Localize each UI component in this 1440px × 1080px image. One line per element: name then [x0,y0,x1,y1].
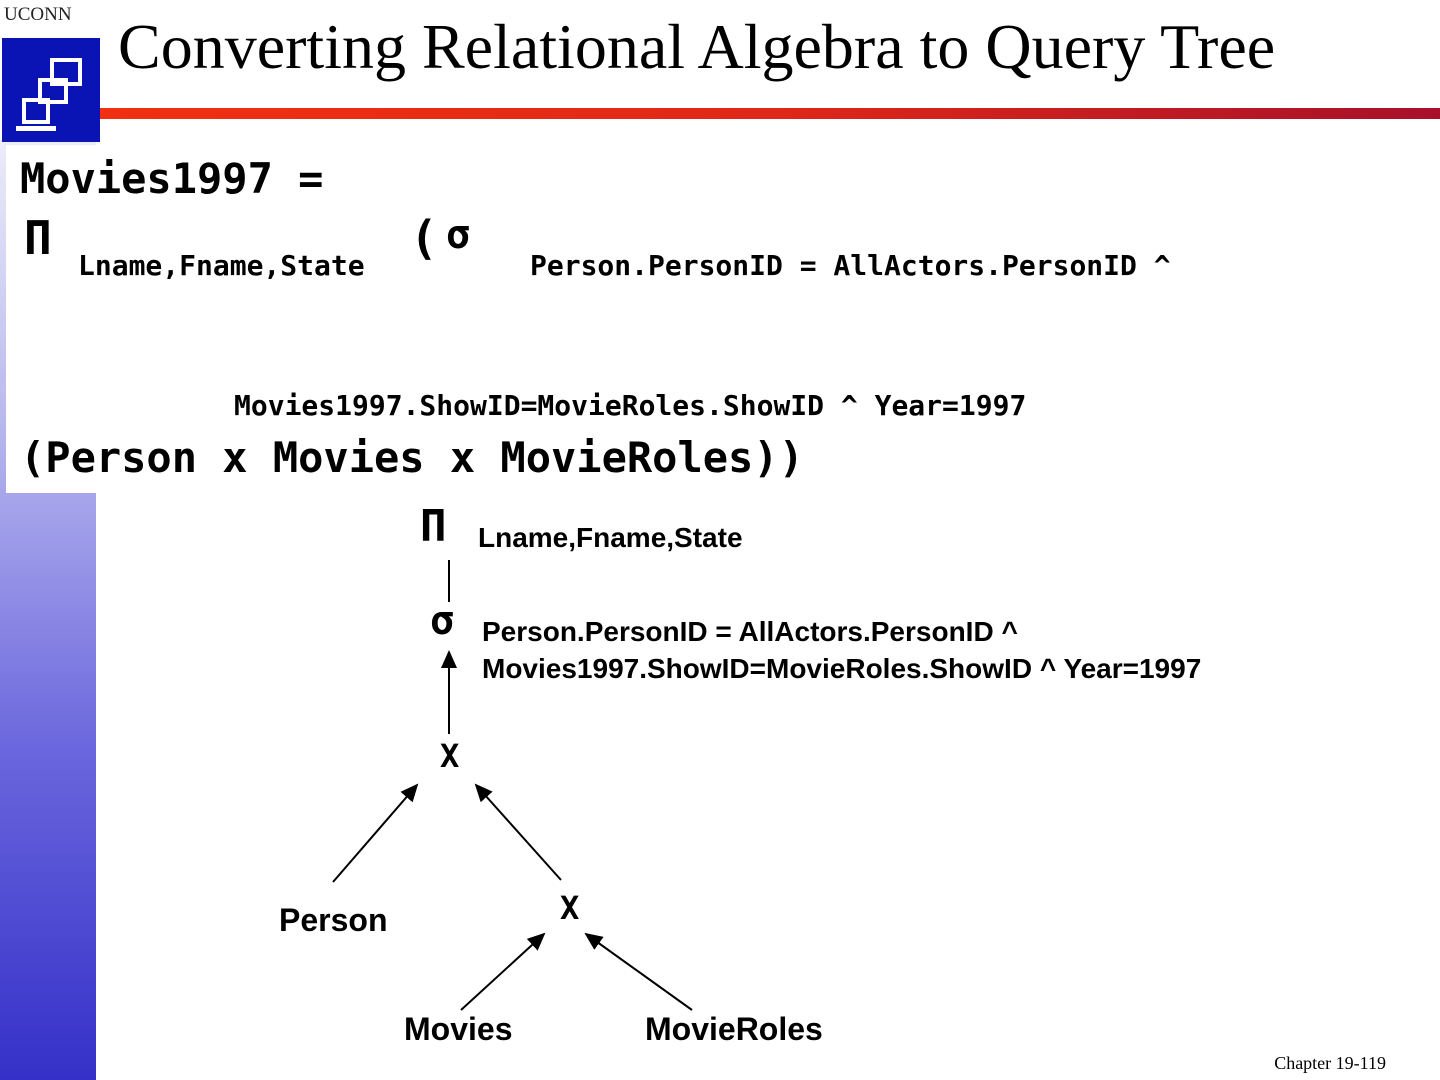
project-symbol: Π [24,211,52,265]
select-symbol: σ [446,212,471,258]
expression-box [6,145,1316,493]
tree-select-cond1: Person.PersonID = AllActors.PersonID ^ [482,616,1018,647]
expression-relations: (Person x Movies x MovieRoles)) [20,433,804,482]
select-condition-2: Movies1997.ShowID=MovieRoles.ShowID ^ Ye… [234,389,1027,422]
slide-title: Converting Relational Algebra to Query T… [118,11,1276,82]
computer-network-logo-icon [2,38,100,142]
tree-movieroles: MovieRoles [645,1011,823,1047]
tree-select-symbol: σ [430,598,455,644]
open-paren: ( [410,211,438,265]
page-number: Chapter 19-119 [1274,1053,1386,1073]
edge-movies-cross2 [460,932,546,1011]
tree-cross-top: X [440,737,460,775]
tree-select-cond2: Movies1997.ShowID=MovieRoles.ShowID ^ Ye… [482,653,1202,684]
tree-movies: Movies [404,1011,513,1047]
edge-movieroles-cross2 [584,932,693,1011]
edge-person-cross [332,783,419,883]
expression-line1: Movies1997 = [20,154,324,203]
select-condition-1: Person.PersonID = AllActors.PersonID ^ [530,249,1171,282]
project-attrs: Lname,Fname,State [78,249,365,282]
tree-project-symbol: Π [420,501,447,552]
uconn-logo: UCONN [4,4,72,25]
title-rule [100,108,1440,119]
tree-cross-bottom: X [560,889,580,927]
edge-cross2-cross [474,783,562,881]
tree-project-label: Lname,Fname,State [478,522,743,553]
tree-person: Person [279,902,388,938]
